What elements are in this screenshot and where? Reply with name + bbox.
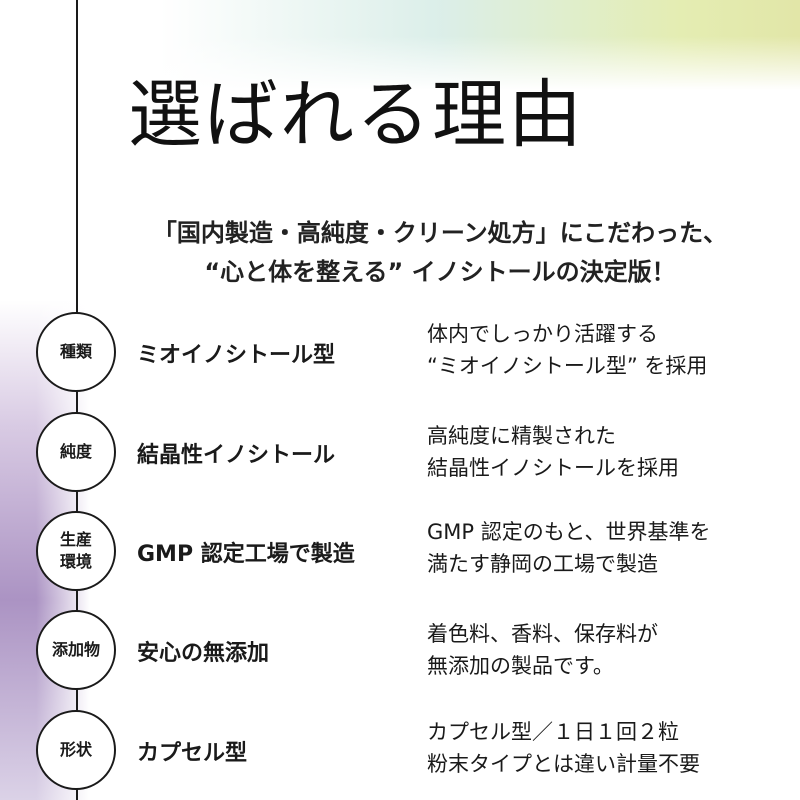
reason-desc-production-line1: GMP 認定のもと、世界基準を (427, 520, 711, 544)
timeline-line (76, 0, 78, 800)
page-title: 選ばれる理由 (128, 72, 584, 158)
reason-desc-shape-line2: 粉末タイプとは違い計量不要 (427, 752, 700, 776)
reason-desc-additives-line2: 無添加の製品です。 (427, 654, 614, 678)
reason-badge-label: 純度 (59, 442, 92, 461)
reason-badge-label: 添加物 (51, 640, 100, 659)
reason-badge-shape: 形状 (36, 710, 116, 790)
reason-badge-label: 形状 (59, 740, 92, 759)
reason-desc-purity-line1: 高純度に精製された (427, 424, 616, 448)
top-gradient-fade (0, 0, 800, 90)
reason-feature-production: GMP 認定工場で製造 (137, 542, 355, 567)
subtitle-line-2: “心と体を整える” イノシトールの決定版！ (204, 258, 676, 286)
reason-badge-type: 種類 (36, 312, 116, 392)
reason-feature-purity: 結晶性イノシトール (137, 443, 336, 468)
reason-badge-label: 種類 (59, 342, 92, 361)
reason-desc-additives-line1: 着色料、香料、保存料が (427, 622, 658, 646)
reason-desc-shape-line1: カプセル型／１日１回２粒 (427, 720, 679, 744)
reason-badge-additives: 添加物 (36, 610, 116, 690)
reason-desc-production-line2: 満たす静岡の工場で製造 (427, 552, 658, 576)
reason-feature-type: ミオイノシトール型 (137, 343, 336, 368)
reason-desc-type-line2: “ミオイノシトール型” を採用 (427, 354, 708, 378)
reason-badge-label: 生産 環境 (59, 530, 92, 571)
reason-desc-type-line1: 体内でしっかり活躍する (427, 322, 658, 346)
reason-desc-purity-line2: 結晶性イノシトールを採用 (427, 456, 679, 480)
reason-feature-additives: 安心の無添加 (137, 641, 270, 666)
reason-feature-shape: カプセル型 (137, 741, 248, 766)
subtitle-line-1: 「国内製造・高純度・クリーン処方」にこだわった、 (152, 219, 728, 247)
reason-badge-purity: 純度 (36, 412, 116, 492)
reason-badge-production: 生産 環境 (36, 511, 116, 591)
